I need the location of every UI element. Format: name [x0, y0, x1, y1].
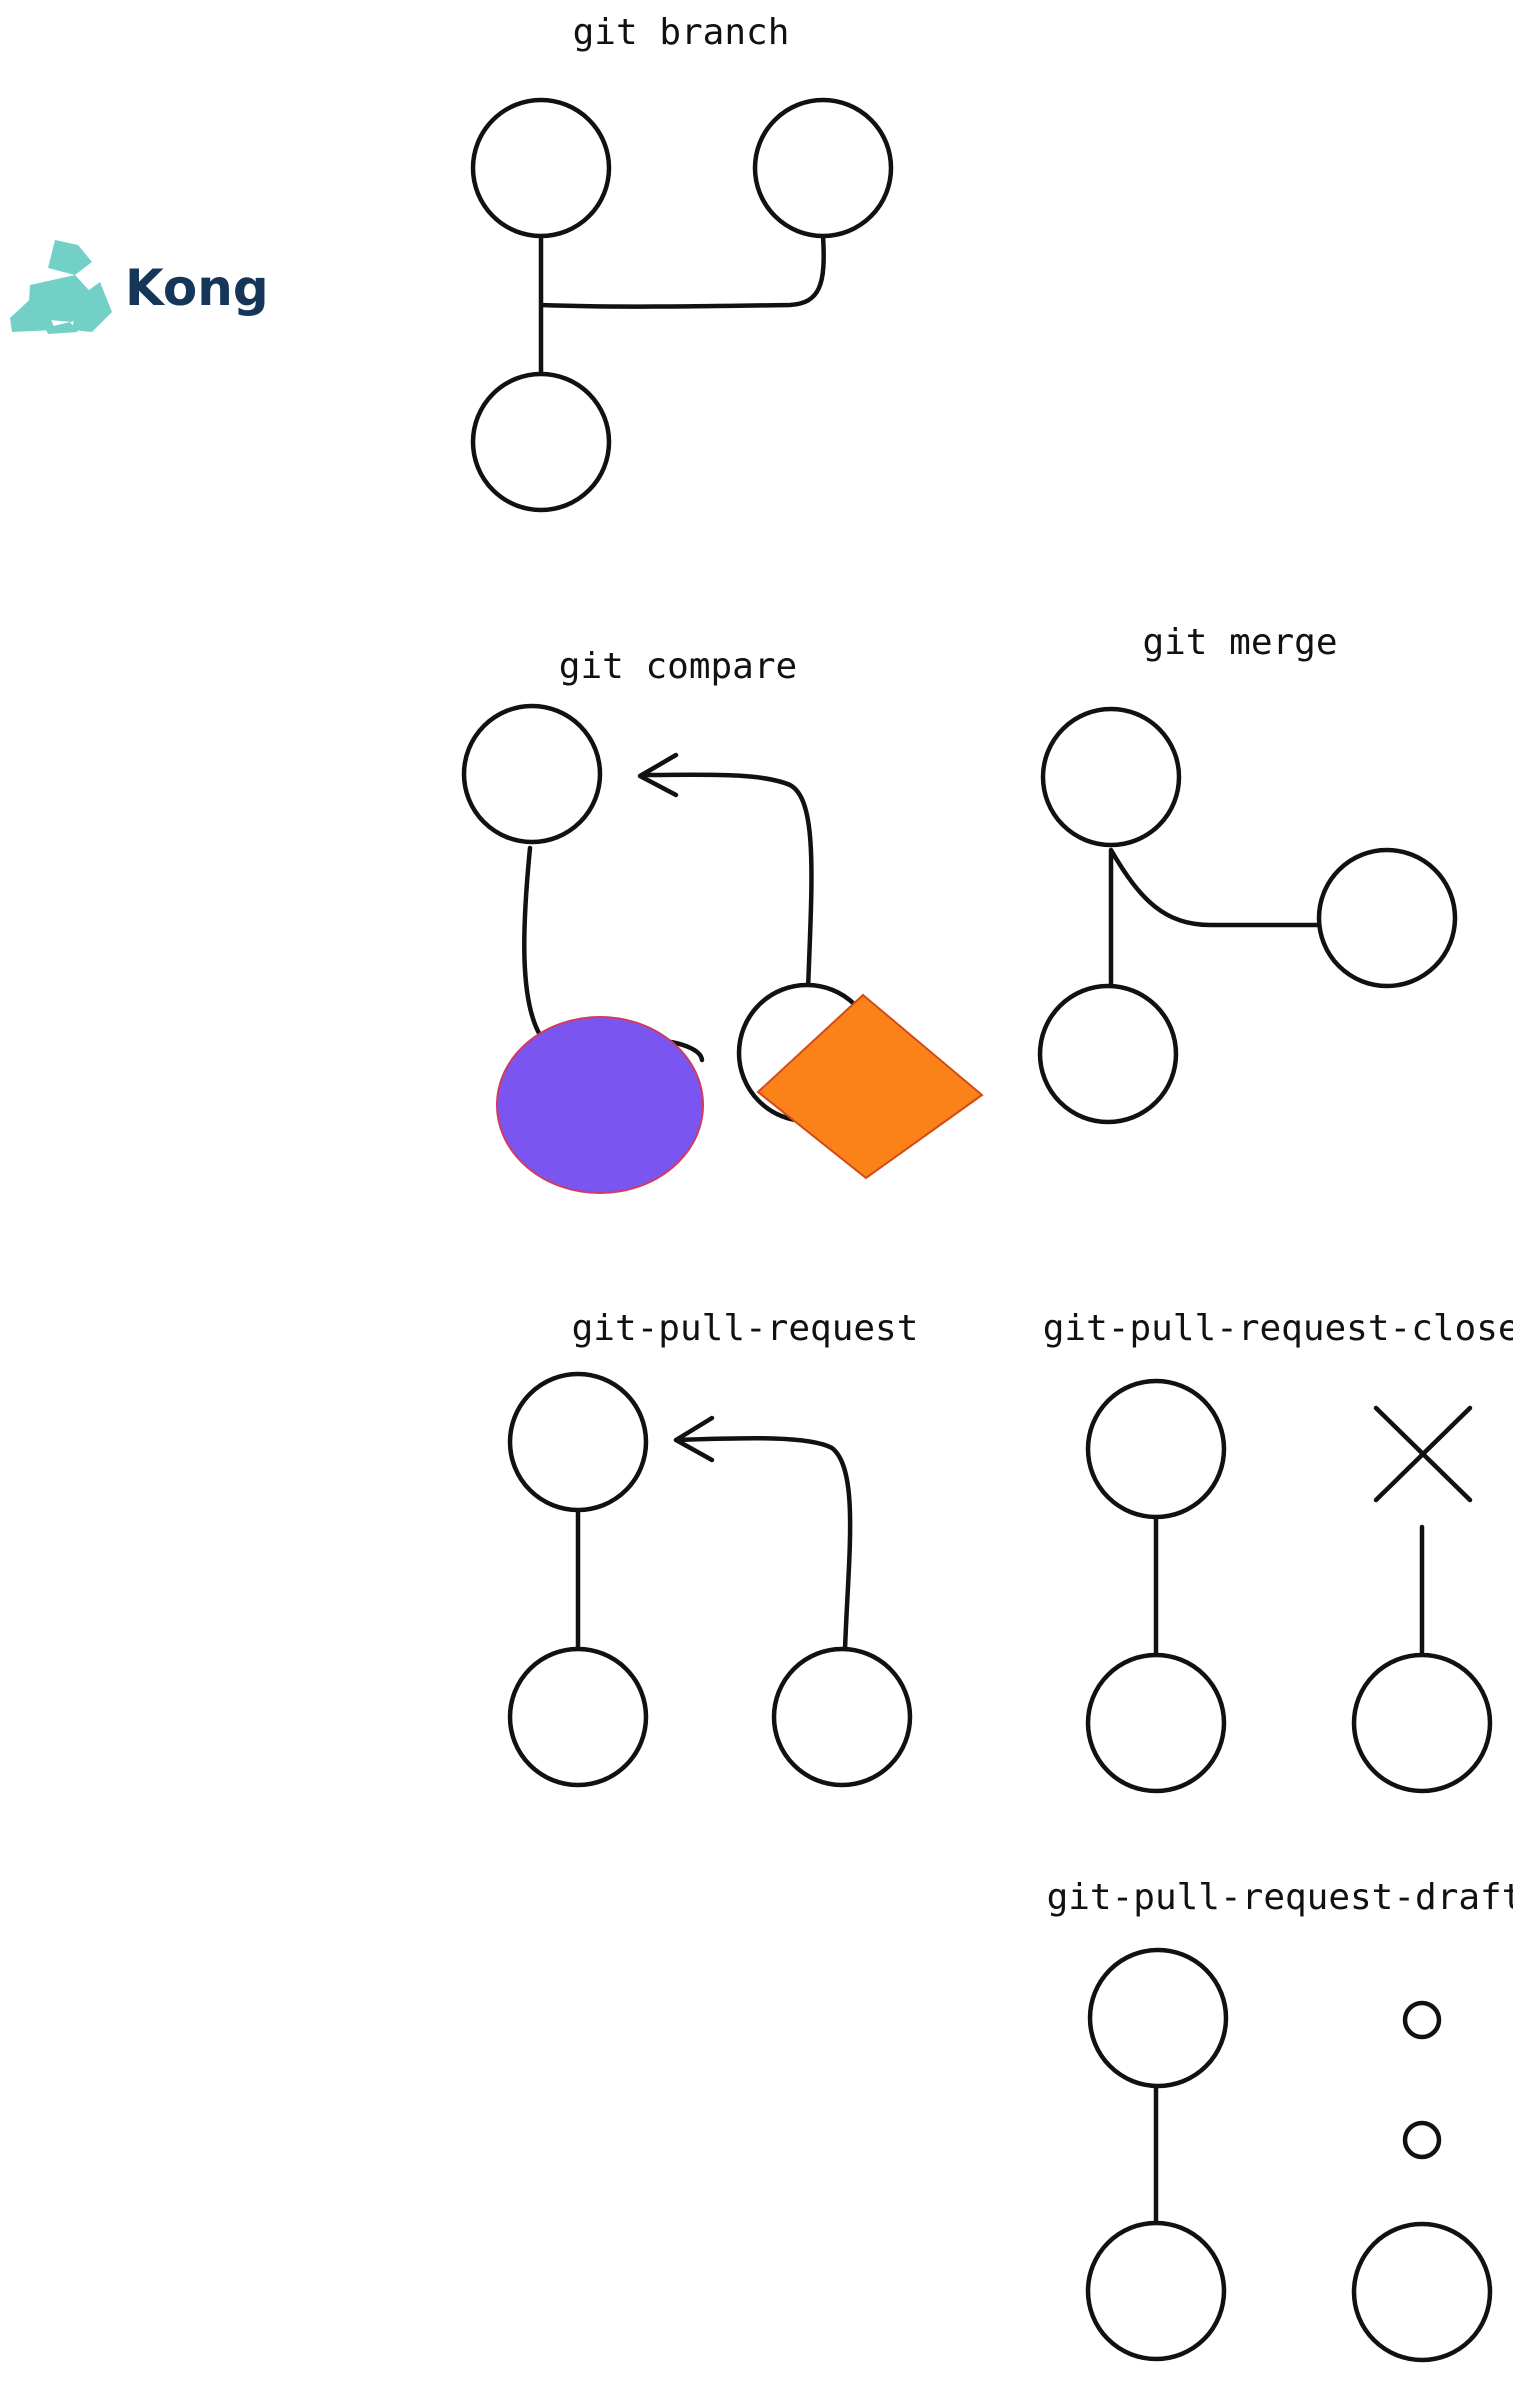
- closed-node-bottom: [1085, 1652, 1227, 1794]
- draft-node-bottom: [1085, 2220, 1227, 2362]
- compare-purple-circle: [496, 1016, 704, 1194]
- pull-request-node-right: [771, 1646, 913, 1788]
- compare-node-top: [461, 703, 603, 845]
- kong-logo: Kong: [10, 240, 269, 334]
- branch-node-base: [470, 371, 612, 513]
- diagram-title-git-pull-request-closed: git-pull-request-closed: [1043, 1308, 1513, 1349]
- merge-node-top: [1040, 706, 1182, 848]
- draft-dot-upper: [1402, 2000, 1442, 2040]
- diagram-git-merge: git merge: [1037, 622, 1458, 1125]
- close-icon: [1373, 1405, 1473, 1503]
- branch-node-feature: [752, 97, 894, 239]
- kong-gorilla-icon: [10, 240, 112, 334]
- branch-connector-line: [538, 222, 826, 383]
- draft-dot-lower: [1402, 2120, 1442, 2160]
- diagram-title-git-compare: git compare: [559, 646, 797, 687]
- compare-arrowhead: [637, 752, 679, 798]
- closed-node-right: [1351, 1652, 1493, 1794]
- diagram-git-pull-request: git-pull-request: [507, 1308, 919, 1788]
- diagram-title-git-pull-request: git-pull-request: [572, 1308, 919, 1349]
- pull-request-arrowhead: [673, 1415, 715, 1463]
- merge-connector-line: [1108, 847, 1323, 988]
- diagram-git-compare: git compare: [461, 646, 984, 1194]
- diagram-title-git-branch: git branch: [573, 12, 790, 53]
- diagram-title-git-merge: git merge: [1142, 622, 1337, 663]
- pull-request-node-bottom: [507, 1646, 649, 1788]
- pull-request-node-top: [507, 1371, 649, 1513]
- merge-node-bottom: [1037, 983, 1179, 1125]
- compare-arrow-path: [639, 772, 814, 993]
- diagram-title-git-pull-request-draft: git-pull-request-draft: [1047, 1877, 1513, 1918]
- closed-node-top: [1085, 1378, 1227, 1520]
- draft-node-top: [1087, 1947, 1229, 2089]
- kong-logo-text: Kong: [125, 259, 269, 317]
- compare-orange-diamond: [756, 993, 984, 1180]
- diagram-git-pull-request-draft: git-pull-request-draft: [1047, 1877, 1513, 2363]
- merge-node-right: [1316, 847, 1458, 989]
- pull-request-arrow-path: [673, 1435, 853, 1653]
- draft-node-right: [1351, 2221, 1493, 2363]
- branch-node-main: [470, 97, 612, 239]
- diagram-git-branch: git branch: [470, 12, 894, 513]
- diagram-git-pull-request-closed: git-pull-request-closed: [1043, 1308, 1513, 1794]
